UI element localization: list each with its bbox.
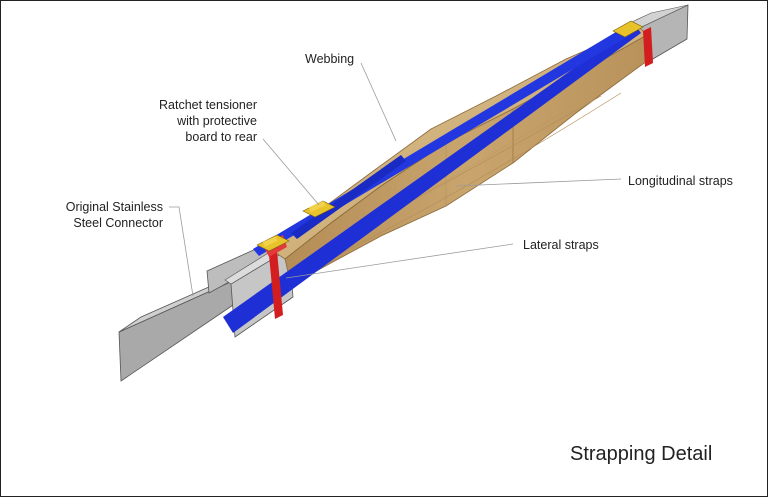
lateral-strap-right — [643, 27, 653, 67]
label-ratchet-tensioner: Ratchet tensioner with protective board … — [159, 98, 257, 144]
leader-connector — [169, 206, 194, 297]
leader-webbing — [360, 62, 397, 142]
label-webbing: Webbing — [305, 52, 355, 66]
longitudinal-straps — [223, 23, 641, 333]
ratchet-tensioner-left — [256, 234, 290, 252]
label-lateral-straps: Lateral straps — [523, 238, 599, 252]
label-longitudinal-straps: Longitudinal straps — [628, 174, 733, 188]
leader-lateral — [285, 243, 514, 279]
ratchet-tensioner-right — [612, 20, 644, 38]
label-stainless-connector: Original Stainless Steel Connector — [65, 200, 163, 230]
leader-ratchet — [262, 138, 320, 206]
leader-longitudinal — [455, 178, 622, 187]
ratchet-tensioner-middle — [302, 200, 336, 218]
diagram-title: Strapping Detail — [570, 443, 713, 465]
